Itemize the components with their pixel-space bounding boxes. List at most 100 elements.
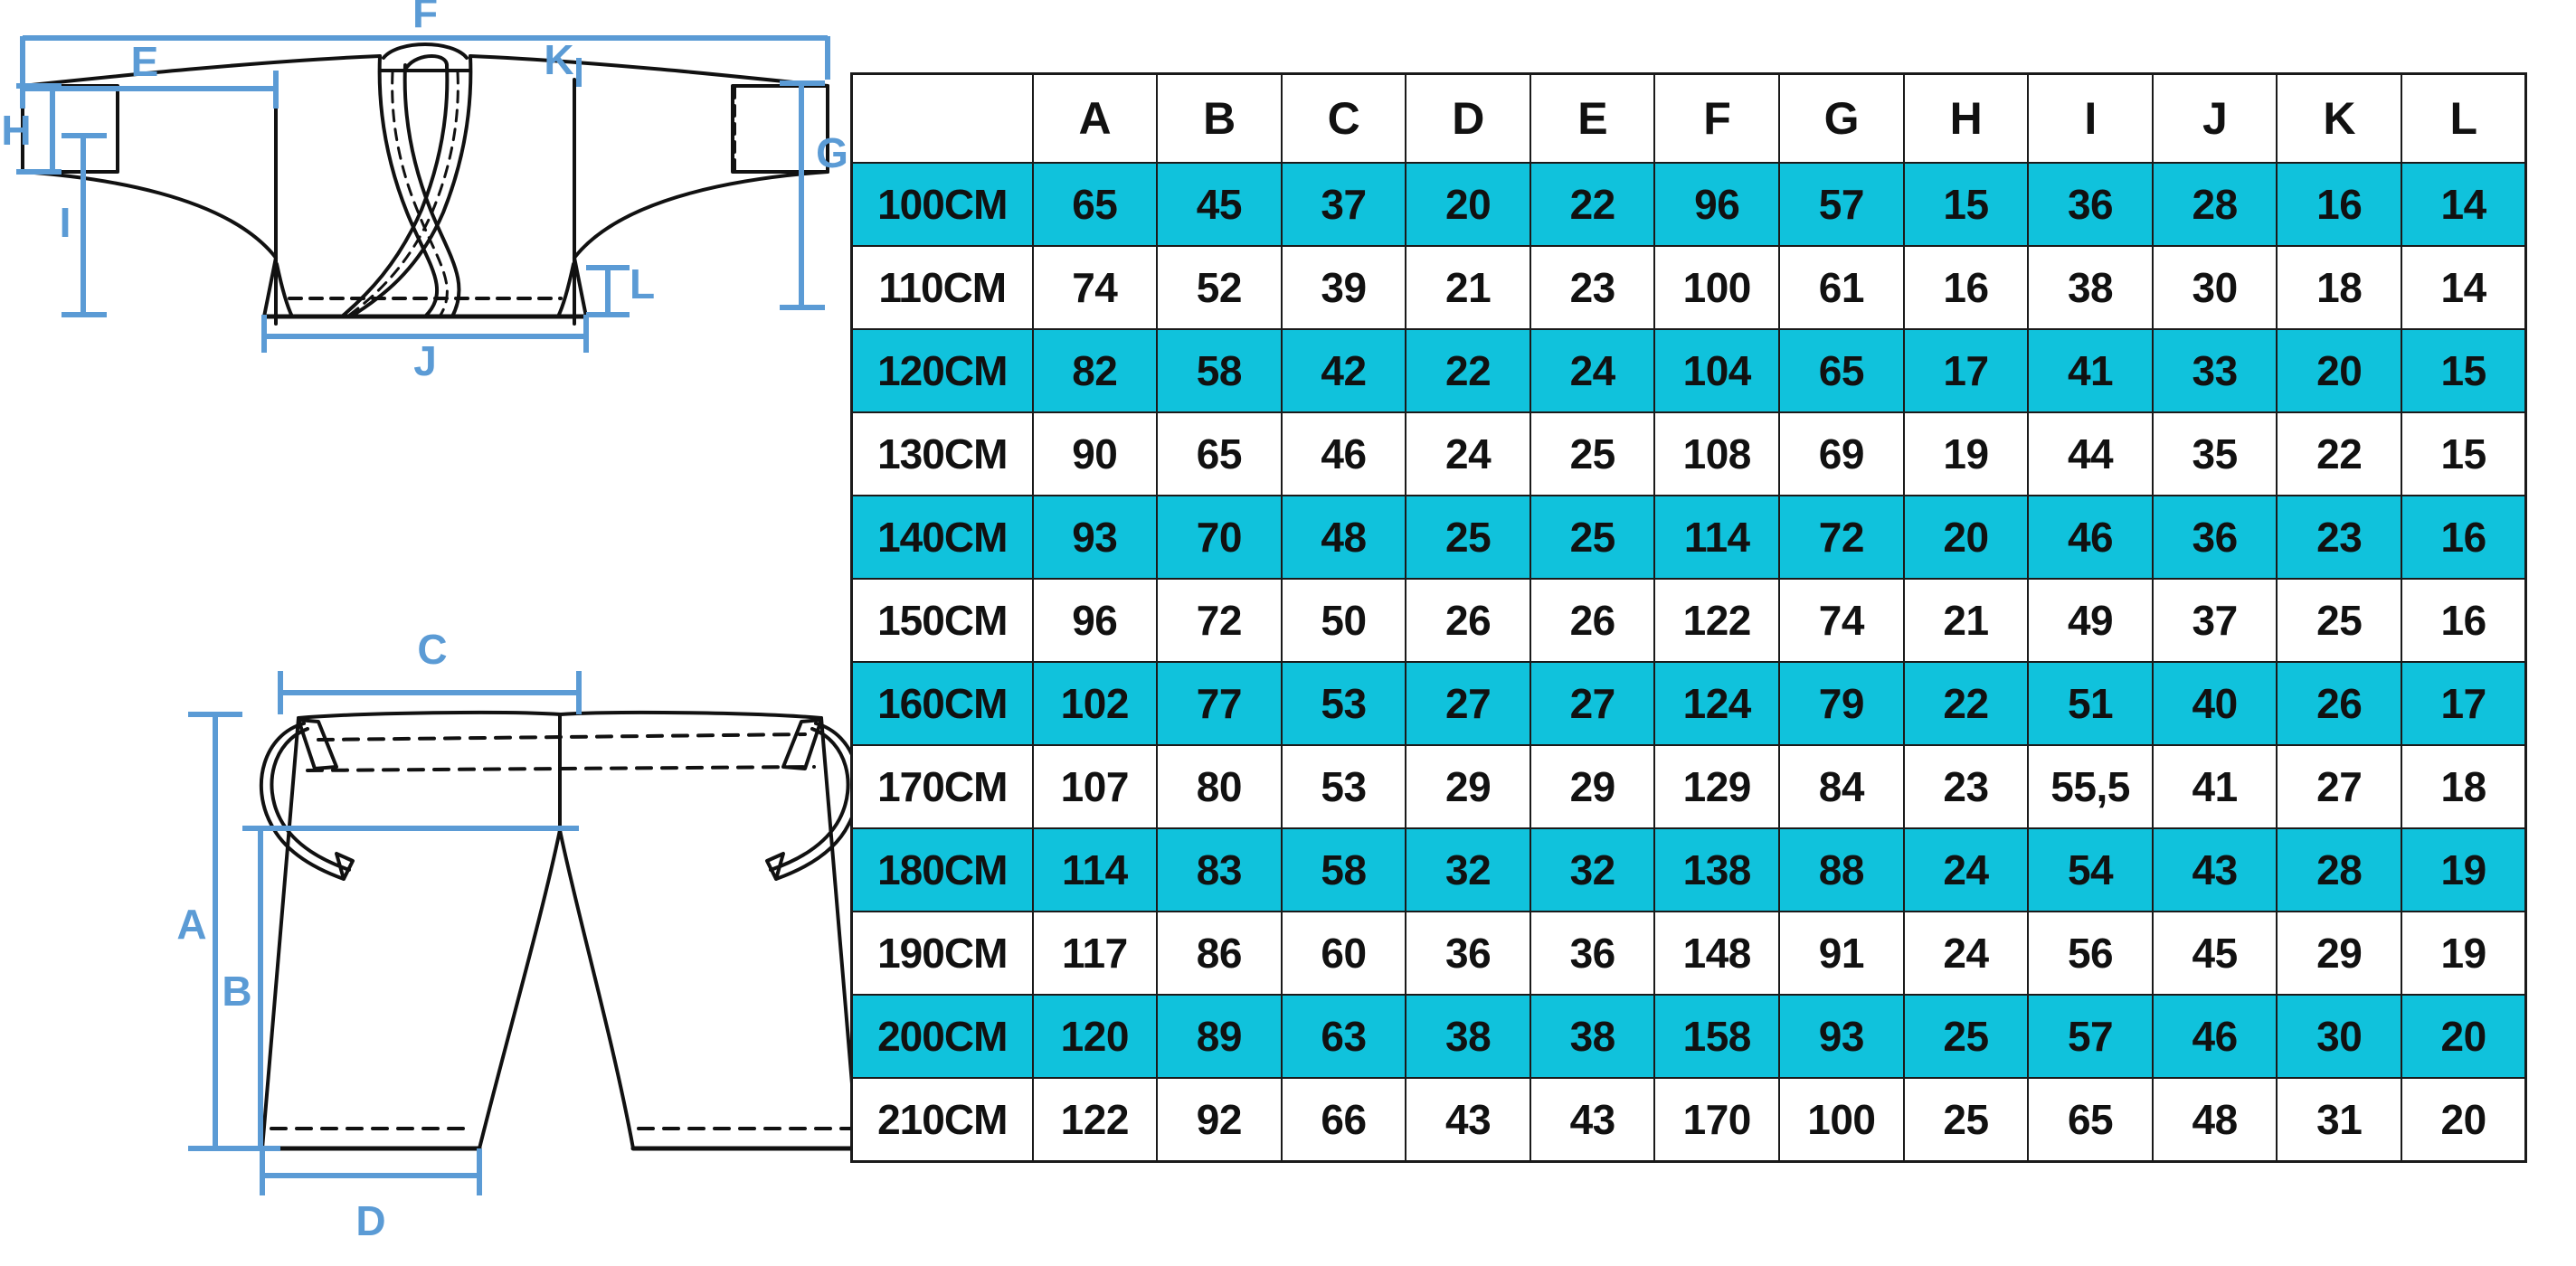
cell-120cm-g: 65: [1778, 328, 1905, 413]
cell-210cm-j: 48: [2151, 1077, 2278, 1163]
cell-130cm-l: 15: [2401, 411, 2527, 496]
row-header-size: 160CM: [850, 661, 1034, 746]
dim-label-g: G: [816, 129, 848, 176]
row-header-size: 110CM: [850, 245, 1034, 330]
row-header-size: 100CM: [850, 162, 1034, 247]
cell-110cm-l: 14: [2401, 245, 2527, 330]
dim-label-b: B: [222, 968, 251, 1015]
cell-160cm-g: 79: [1778, 661, 1905, 746]
row-header-size: 120CM: [850, 328, 1034, 413]
cell-110cm-k: 18: [2276, 245, 2403, 330]
column-header-a: A: [1031, 72, 1159, 164]
column-header-h: H: [1902, 72, 2030, 164]
cell-170cm-a: 107: [1031, 744, 1159, 829]
cell-210cm-b: 92: [1156, 1077, 1283, 1163]
cell-200cm-b: 89: [1156, 994, 1283, 1079]
cell-180cm-c: 58: [1280, 827, 1407, 912]
cell-120cm-l: 15: [2401, 328, 2527, 413]
cell-130cm-b: 65: [1156, 411, 1283, 496]
cell-110cm-c: 39: [1280, 245, 1407, 330]
cell-200cm-l: 20: [2401, 994, 2527, 1079]
cell-170cm-c: 53: [1280, 744, 1407, 829]
column-header-f: F: [1653, 72, 1781, 164]
cell-150cm-j: 37: [2151, 578, 2278, 663]
dim-label-a: A: [176, 901, 206, 948]
cell-190cm-b: 86: [1156, 911, 1283, 996]
dim-label-d: D: [355, 1197, 385, 1244]
cell-160cm-c: 53: [1280, 661, 1407, 746]
dim-label-j: J: [413, 337, 437, 384]
cell-140cm-i: 46: [2027, 495, 2154, 580]
cell-180cm-l: 19: [2401, 827, 2527, 912]
cell-100cm-e: 22: [1529, 162, 1656, 247]
cell-130cm-a: 90: [1031, 411, 1159, 496]
cell-160cm-d: 27: [1405, 661, 1531, 746]
row-header-size: 190CM: [850, 911, 1034, 996]
cell-180cm-e: 32: [1529, 827, 1656, 912]
cell-150cm-a: 96: [1031, 578, 1159, 663]
cell-200cm-f: 158: [1653, 994, 1781, 1079]
cell-190cm-f: 148: [1653, 911, 1781, 996]
cell-210cm-a: 122: [1031, 1077, 1159, 1163]
cell-120cm-e: 24: [1529, 328, 1656, 413]
column-header-g: G: [1778, 72, 1905, 164]
dim-label-k: K: [544, 36, 573, 83]
cell-140cm-k: 23: [2276, 495, 2403, 580]
cell-200cm-c: 63: [1280, 994, 1407, 1079]
column-header-j: J: [2151, 72, 2278, 164]
cell-180cm-i: 54: [2027, 827, 2154, 912]
cell-190cm-l: 19: [2401, 911, 2527, 996]
cell-180cm-k: 28: [2276, 827, 2403, 912]
cell-160cm-i: 51: [2027, 661, 2154, 746]
cell-150cm-f: 122: [1653, 578, 1781, 663]
cell-120cm-k: 20: [2276, 328, 2403, 413]
cell-110cm-e: 23: [1529, 245, 1656, 330]
cell-170cm-i: 55,5: [2027, 744, 2154, 829]
cell-110cm-a: 74: [1031, 245, 1159, 330]
cell-200cm-i: 57: [2027, 994, 2154, 1079]
cell-130cm-j: 35: [2151, 411, 2278, 496]
cell-140cm-a: 93: [1031, 495, 1159, 580]
dim-label-h: H: [1, 107, 31, 154]
cell-160cm-j: 40: [2151, 661, 2278, 746]
cell-180cm-h: 24: [1902, 827, 2030, 912]
cell-210cm-d: 43: [1405, 1077, 1531, 1163]
cell-130cm-g: 69: [1778, 411, 1905, 496]
cell-100cm-b: 45: [1156, 162, 1283, 247]
cell-140cm-j: 36: [2151, 495, 2278, 580]
cell-140cm-b: 70: [1156, 495, 1283, 580]
pants-dimension-lines: [188, 671, 582, 1195]
row-header-size: 170CM: [850, 744, 1034, 829]
cell-140cm-e: 25: [1529, 495, 1656, 580]
cell-180cm-j: 43: [2151, 827, 2278, 912]
row-header-size: 200CM: [850, 994, 1034, 1079]
cell-110cm-b: 52: [1156, 245, 1283, 330]
cell-190cm-d: 36: [1405, 911, 1531, 996]
cell-140cm-d: 25: [1405, 495, 1531, 580]
cell-190cm-j: 45: [2151, 911, 2278, 996]
cell-120cm-c: 42: [1280, 328, 1407, 413]
cell-210cm-l: 20: [2401, 1077, 2527, 1163]
cell-160cm-k: 26: [2276, 661, 2403, 746]
garment-diagram-panel: F E K H G I L J: [0, 0, 850, 1266]
cell-100cm-h: 15: [1902, 162, 2030, 247]
cell-150cm-b: 72: [1156, 578, 1283, 663]
cell-140cm-h: 20: [1902, 495, 2030, 580]
cell-160cm-a: 102: [1031, 661, 1159, 746]
cell-150cm-e: 26: [1529, 578, 1656, 663]
column-header-d: D: [1405, 72, 1531, 164]
cell-110cm-h: 16: [1902, 245, 2030, 330]
cell-140cm-f: 114: [1653, 495, 1781, 580]
cell-120cm-d: 22: [1405, 328, 1531, 413]
cell-110cm-i: 38: [2027, 245, 2154, 330]
